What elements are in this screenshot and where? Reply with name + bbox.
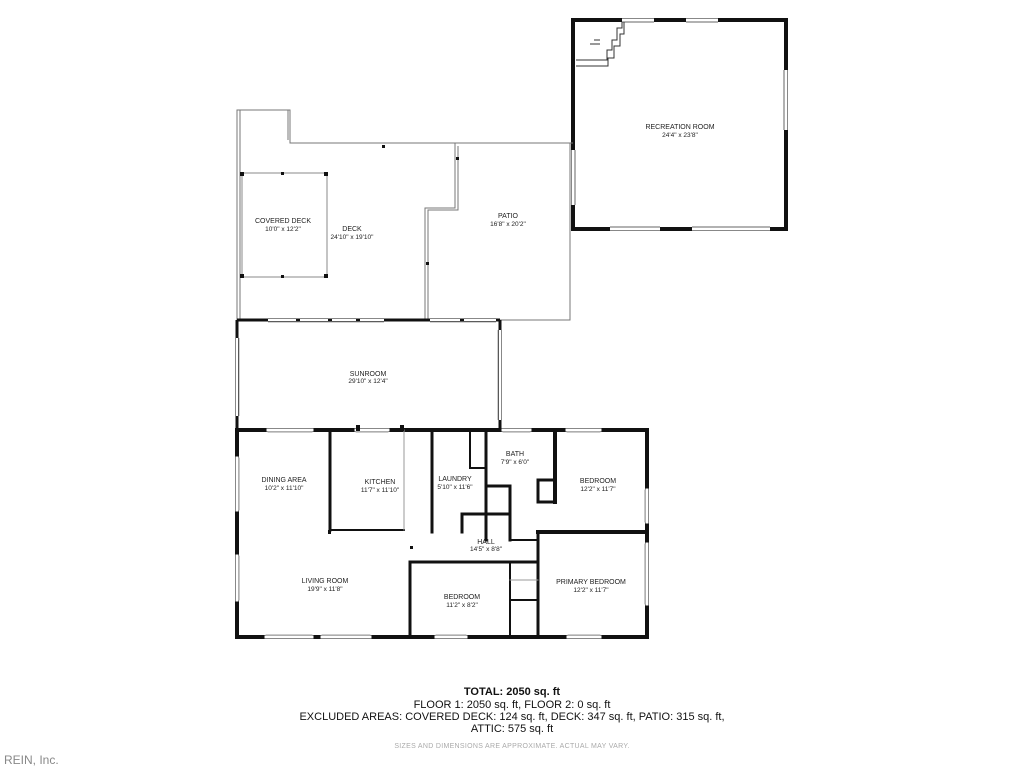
disclaimer: SIZES AND DIMENSIONS ARE APPROXIMATE. AC… (394, 743, 630, 750)
watermark: REIN, Inc. (4, 753, 59, 767)
living-room-dim: 19'9" x 11'8" (307, 586, 343, 593)
bedroom-right-dim: 12'2" x 11'7" (580, 486, 616, 493)
dining-area-dim: 10'2" x 11'10" (265, 485, 304, 492)
recreation-room-dim: 24'4" x 23'8" (662, 132, 698, 139)
sunroom-label: SUNROOM (350, 371, 387, 378)
primary-bedroom-label: PRIMARY BEDROOM (556, 579, 626, 586)
sunroom-dim: 29'10" x 12'4" (348, 378, 388, 385)
patio-dim: 16'8" x 20'2" (490, 221, 526, 228)
bath-dim: 7'9" x 6'0" (501, 459, 530, 466)
covered-deck-dim: 10'0" x 12'2" (265, 226, 301, 233)
attic-area: ATTIC: 575 sq. ft (470, 723, 554, 735)
stairs-icon (576, 22, 625, 67)
bath-label: BATH (506, 451, 524, 458)
primary-bedroom-dim: 12'2" x 11'7" (573, 587, 609, 594)
deck-dim: 24'10" x 19'10" (331, 234, 375, 241)
outdoor-outlines (236, 109, 573, 321)
bedroom-right-label: BEDROOM (580, 478, 616, 485)
covered-deck-posts (240, 145, 459, 278)
sunroom-walls (235, 318, 502, 430)
laundry-dim: 5'10" x 11'6" (437, 484, 473, 491)
main-house-walls (235, 425, 649, 639)
bedroom-mid-label: BEDROOM (444, 594, 480, 601)
patio-label: PATIO (498, 213, 519, 220)
room-labels: RECREATION ROOM 24'4" x 23'8" COVERED DE… (255, 124, 715, 609)
total-area: TOTAL: 2050 sq. ft (463, 686, 561, 698)
deck-label: DECK (342, 226, 362, 233)
kitchen-dim: 11'7" x 11'10" (361, 487, 400, 494)
laundry-label: LAUNDRY (438, 476, 472, 483)
floor-areas: FLOOR 1: 2050 sq. ft, FLOOR 2: 0 sq. ft (413, 699, 611, 711)
living-room-label: LIVING ROOM (302, 578, 349, 585)
recreation-room-label: RECREATION ROOM (645, 124, 714, 131)
excluded-areas: EXCLUDED AREAS: COVERED DECK: 124 sq. ft… (299, 711, 725, 723)
covered-deck-label: COVERED DECK (255, 218, 311, 225)
hall-dim: 14'5" x 8'8" (470, 546, 503, 553)
hall-label: HALL (477, 539, 495, 546)
kitchen-label: KITCHEN (365, 479, 396, 486)
dining-area-label: DINING AREA (261, 477, 306, 484)
recreation-room-walls (571, 18, 788, 231)
bedroom-mid-dim: 11'2" x 8'2" (446, 602, 478, 609)
